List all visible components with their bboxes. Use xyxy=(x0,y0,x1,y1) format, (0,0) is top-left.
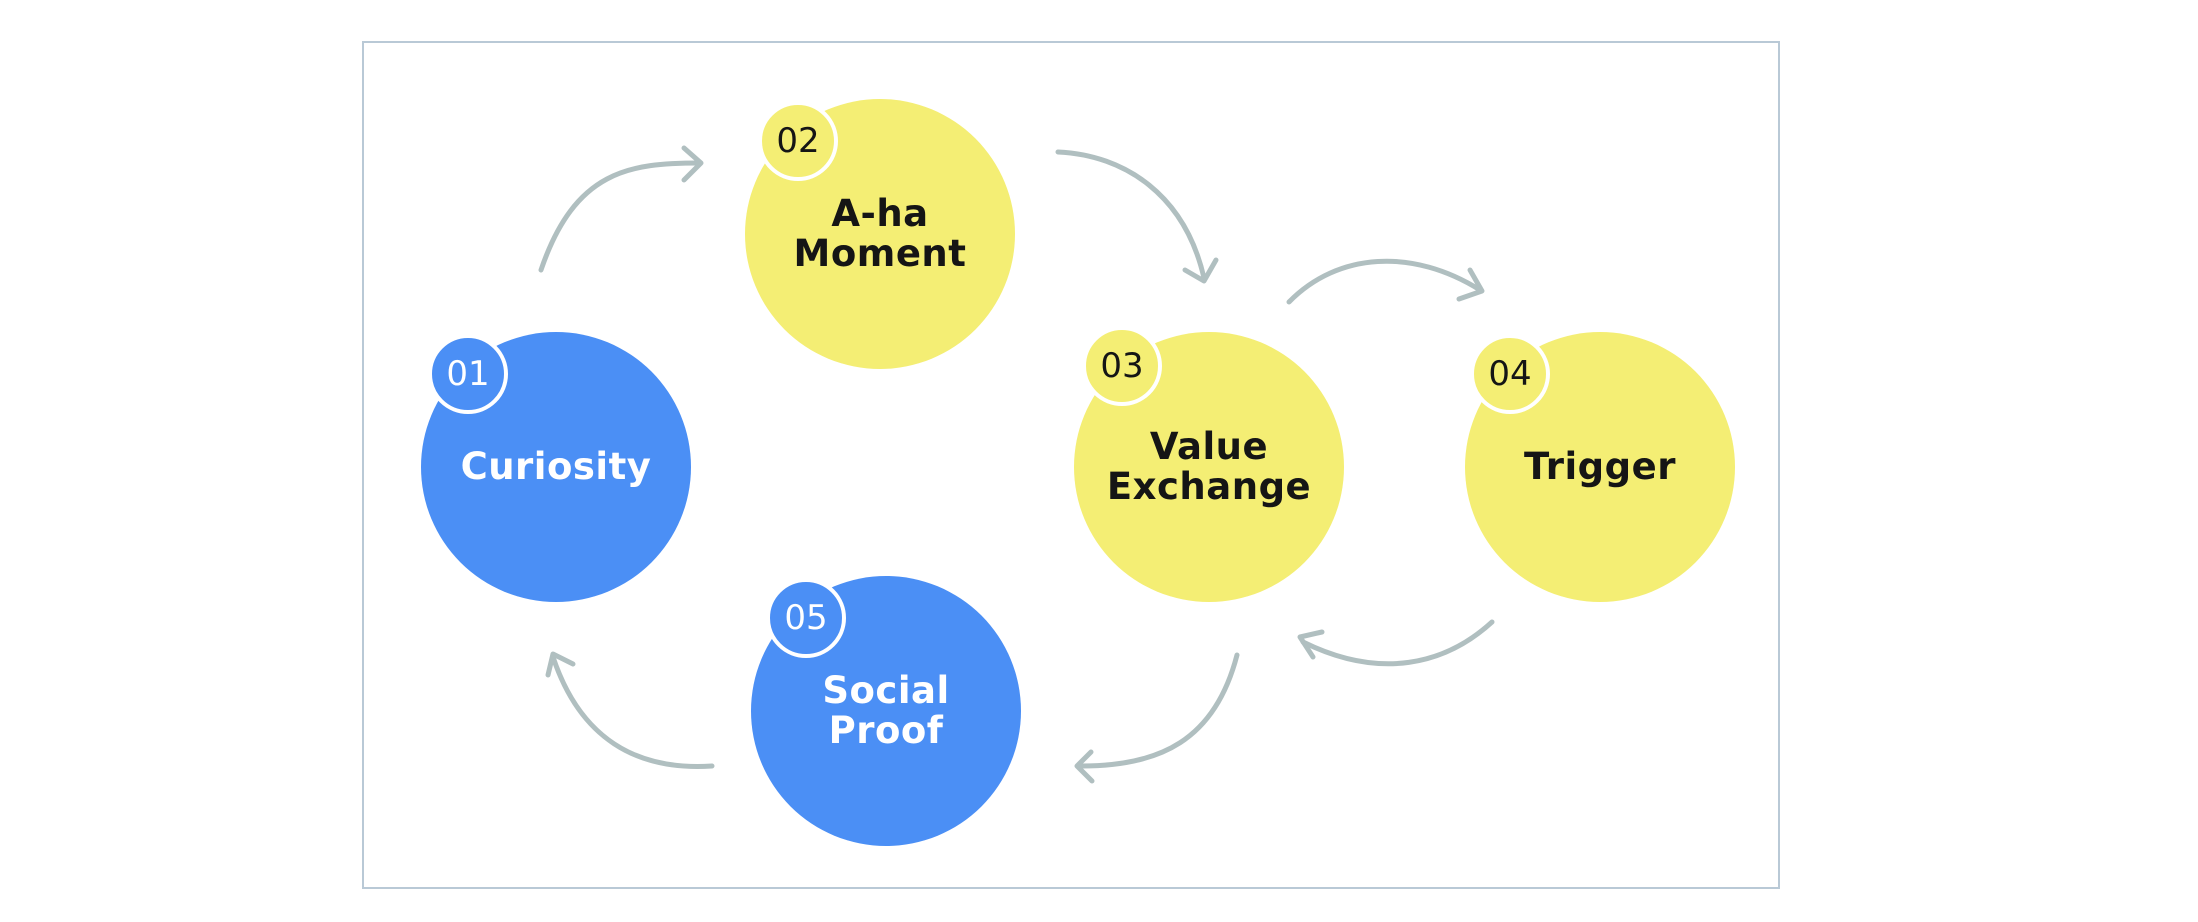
step-aha-moment-label-line-2: Moment xyxy=(793,232,967,275)
step-value-exchange-badge: 03 xyxy=(1082,326,1162,406)
step-social-proof-number: 05 xyxy=(784,598,828,638)
step-aha-moment-number: 02 xyxy=(776,121,820,161)
step-trigger-number: 04 xyxy=(1488,354,1532,394)
step-value-exchange-label-line-1: Value xyxy=(1149,425,1269,468)
step-value-exchange-label: Value Exchange xyxy=(1107,427,1311,507)
step-trigger-badge: 04 xyxy=(1470,334,1550,414)
step-curiosity-number: 01 xyxy=(446,354,490,394)
step-social-proof-label-line-1: Social xyxy=(822,669,950,712)
step-social-proof-label: Social Proof xyxy=(822,671,949,751)
step-social-proof-badge: 05 xyxy=(766,578,846,658)
step-curiosity-label: Curiosity xyxy=(461,447,652,487)
step-curiosity-label-line: Curiosity xyxy=(460,445,652,488)
step-curiosity-badge: 01 xyxy=(428,334,508,414)
diagram-frame xyxy=(362,41,1780,889)
step-social-proof-label-line-2: Proof xyxy=(828,709,944,752)
step-trigger-label: Trigger xyxy=(1524,447,1676,487)
step-aha-moment-label-line-1: A-ha xyxy=(831,192,929,235)
step-trigger-label-line: Trigger xyxy=(1524,445,1676,488)
step-value-exchange-number: 03 xyxy=(1100,346,1144,386)
step-value-exchange-label-line-2: Exchange xyxy=(1106,465,1312,508)
step-aha-moment-label: A-ha Moment xyxy=(794,194,967,274)
step-aha-moment-badge: 02 xyxy=(758,101,838,181)
